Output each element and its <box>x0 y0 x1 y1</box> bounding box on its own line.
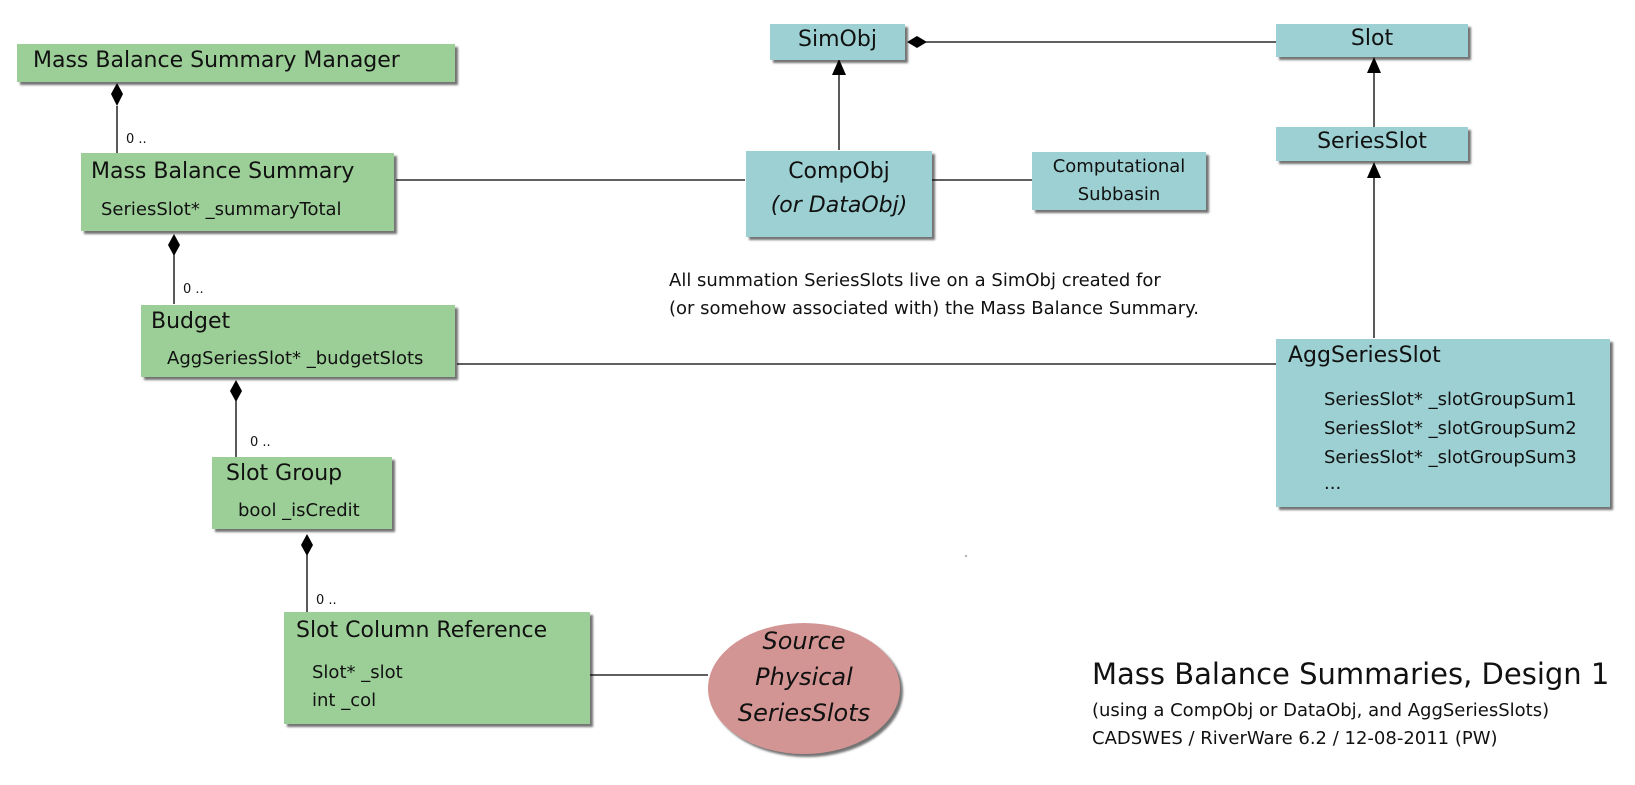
diamond-group <box>301 534 313 556</box>
multiplicity-group-ref: 0 .. <box>316 593 337 608</box>
budget-title: Budget <box>151 309 231 334</box>
caption-title: Mass Balance Summaries, Design 1 <box>1092 657 1610 691</box>
note-line-2: (or somehow associated with) the Mass Ba… <box>669 298 1199 319</box>
slot-group-title: Slot Group <box>226 461 343 486</box>
arrowhead-seriesslot <box>1367 162 1381 178</box>
compobj-box: CompObj (or DataObj) <box>746 151 932 237</box>
mbs-manager-title: Mass Balance Summary Manager <box>33 48 400 73</box>
caption-line-1: (using a CompObj or DataObj, and AggSeri… <box>1092 700 1550 721</box>
budget-attr-budget-slots: AggSeriesSlot* _budgetSlots <box>167 348 424 369</box>
slot-title: Slot <box>1350 26 1394 51</box>
source-line-3: SeriesSlots <box>737 699 871 727</box>
stray-dot <box>965 555 967 557</box>
mass-balance-summary-manager-box: Mass Balance Summary Manager <box>17 44 455 82</box>
slot-col-ref-attr-col: int _col <box>312 690 377 711</box>
agg-attr-slot-group-sum-3: SeriesSlot* _slotGroupSum3 <box>1324 447 1577 468</box>
arrowhead-slot <box>1367 57 1381 73</box>
note-line-1: All summation SeriesSlots live on a SimO… <box>669 270 1161 291</box>
slot-group-box: Slot Group bool _isCredit <box>212 457 392 529</box>
computational-subbasin-box: Computational Subbasin <box>1032 152 1206 210</box>
slot-col-ref-title: Slot Column Reference <box>296 618 548 643</box>
multiplicity-budget-group: 0 .. <box>250 435 271 450</box>
arrowhead-simobj <box>832 59 846 75</box>
caption-line-2: CADSWES / RiverWare 6.2 / 12-08-2011 (PW… <box>1092 728 1498 749</box>
slot-column-reference-box: Slot Column Reference Slot* _slot int _c… <box>284 612 590 724</box>
slot-box: Slot <box>1276 24 1468 57</box>
seriesslot-title: SeriesSlot <box>1317 129 1427 154</box>
aggseriesslot-title: AggSeriesSlot <box>1288 343 1441 368</box>
simobj-title: SimObj <box>798 27 877 52</box>
agg-attr-slot-group-sum-2: SeriesSlot* _slotGroupSum2 <box>1324 418 1577 439</box>
mbs-title: Mass Balance Summary <box>91 159 355 184</box>
multiplicity-manager-mbs: 0 .. <box>126 132 147 147</box>
source-physical-seriesslots-ellipse: Source Physical SeriesSlots <box>708 623 900 754</box>
comp-subbasin-line-2: Subbasin <box>1077 184 1161 205</box>
slot-group-attr-is-credit: bool _isCredit <box>238 500 360 521</box>
diamond-budget <box>230 380 242 402</box>
budget-box: Budget AggSeriesSlot* _budgetSlots <box>141 305 455 377</box>
diamond-manager <box>111 83 123 106</box>
agg-attr-slot-group-sum-1: SeriesSlot* _slotGroupSum1 <box>1324 389 1577 410</box>
multiplicity-mbs-budget: 0 .. <box>183 282 204 297</box>
source-line-2: Physical <box>755 663 853 691</box>
mbs-attr-summary-total: SeriesSlot* _summaryTotal <box>101 199 342 220</box>
compobj-subtitle: (or DataObj) <box>770 193 908 218</box>
diamond-simobj <box>907 36 927 48</box>
aggseriesslot-box: AggSeriesSlot SeriesSlot* _slotGroupSum1… <box>1276 339 1610 507</box>
mass-balance-summary-box: Mass Balance Summary SeriesSlot* _summar… <box>81 153 394 231</box>
diamond-mbs <box>168 234 180 256</box>
slot-col-ref-attr-slot: Slot* _slot <box>312 662 403 683</box>
comp-subbasin-line-1: Computational <box>1052 156 1186 177</box>
source-line-1: Source <box>762 627 846 655</box>
agg-attr-ellipsis: ... <box>1324 473 1342 494</box>
simobj-box: SimObj <box>770 24 905 60</box>
seriesslot-box: SeriesSlot <box>1276 127 1468 161</box>
compobj-title: CompObj <box>788 159 890 184</box>
